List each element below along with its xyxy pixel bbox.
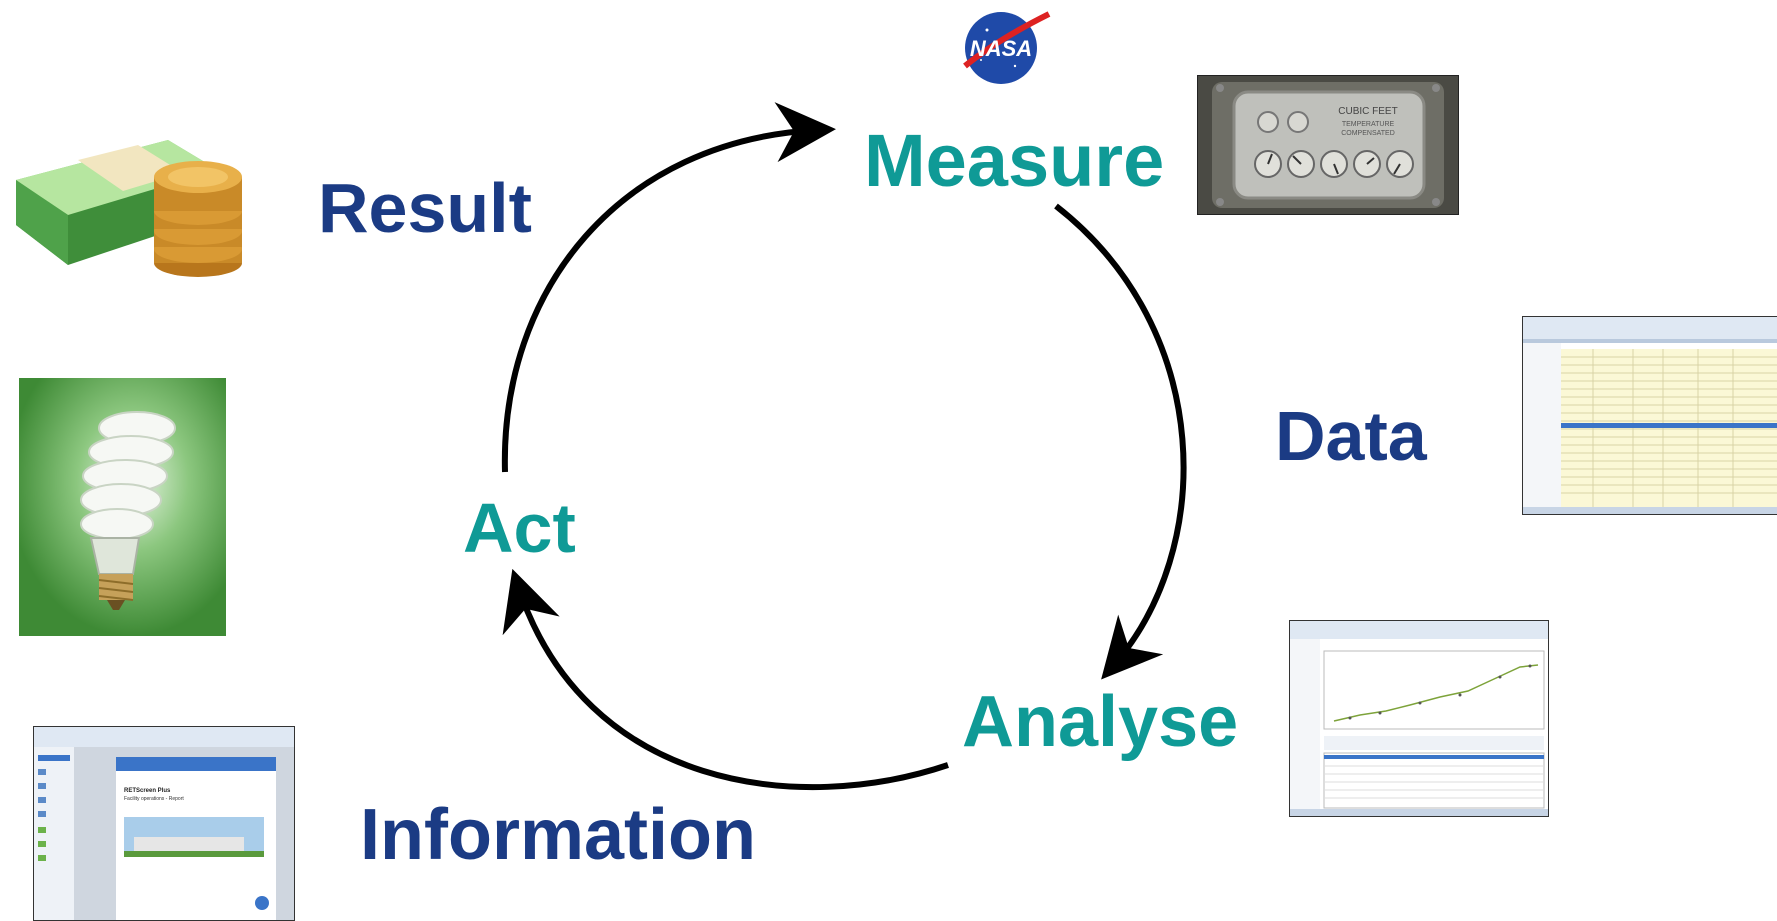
report-document-image: RETScreen Plus Facility operations - Rep… — [33, 726, 295, 921]
svg-text:Facility operations - Report: Facility operations - Report — [124, 796, 184, 802]
light-bulb-image — [19, 378, 226, 636]
label-information: Information — [360, 795, 756, 875]
analysis-chart-image — [1289, 620, 1549, 817]
data-spreadsheet-image — [1522, 316, 1777, 515]
nasa-logo: NASA — [957, 8, 1051, 86]
label-data: Data — [1275, 397, 1427, 475]
svg-text:COMPENSATED: COMPENSATED — [1341, 130, 1395, 137]
label-analyse: Analyse — [962, 682, 1239, 762]
arrow-analyse-to-act — [502, 568, 949, 791]
label-measure: Measure — [864, 119, 1165, 202]
arrow-act-to-measure — [501, 102, 836, 473]
svg-text:CUBIC FEET: CUBIC FEET — [1338, 106, 1397, 117]
svg-text:TEMPERATURE: TEMPERATURE — [1342, 121, 1395, 128]
label-result: Result — [318, 169, 532, 247]
arrow-measure-to-analyse — [1054, 203, 1187, 680]
gas-meter-image: CUBIC FEET TEMPERATURE COMPENSATED — [1197, 75, 1459, 215]
nasa-logo-text: NASA — [970, 36, 1032, 61]
svg-text:RETScreen Plus: RETScreen Plus — [124, 788, 171, 794]
label-act: Act — [463, 489, 576, 567]
money-image — [8, 115, 258, 295]
